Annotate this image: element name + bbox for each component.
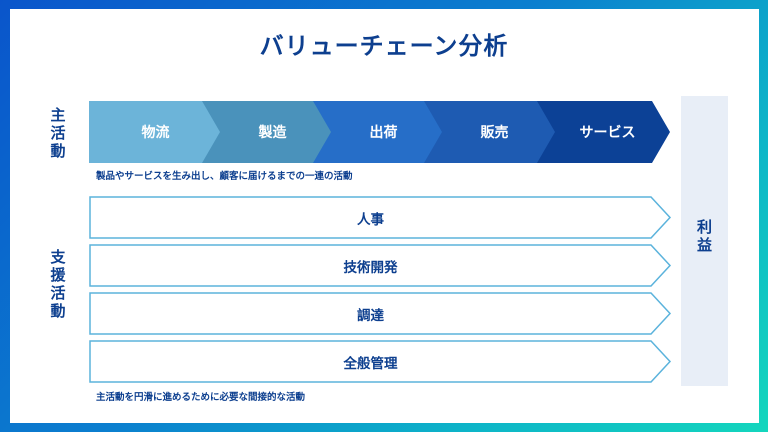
chevron-service: サービス bbox=[537, 101, 670, 163]
chevron-shipping: 出荷 bbox=[313, 101, 446, 163]
label-char: 利 bbox=[696, 218, 712, 236]
chevron-sales: 販売 bbox=[424, 101, 557, 163]
primary-caption: 製品やサービスを生み出し、顧客に届けるまでの一連の活動 bbox=[96, 171, 353, 182]
support-bar-technology: 技術開発 bbox=[89, 244, 672, 287]
support-caption: 主活動を円滑に進めるために必要な間接的な活動 bbox=[96, 392, 306, 403]
chevron-manufacturing: 製造 bbox=[202, 101, 335, 163]
chevron-label: 物流 bbox=[141, 125, 170, 141]
support-bar-management: 全般管理 bbox=[89, 340, 672, 383]
label-char: 主 bbox=[50, 106, 66, 124]
label-char: 支 bbox=[50, 248, 66, 266]
support-bar-procurement: 調達 bbox=[89, 292, 672, 335]
label-char: 益 bbox=[696, 236, 712, 254]
pentagon-arrow-shape bbox=[89, 292, 672, 335]
support-bar-label: 技術開発 bbox=[343, 259, 398, 276]
label-char: 動 bbox=[50, 142, 66, 160]
primary-activities-label: 主 活 動 bbox=[48, 106, 68, 160]
pentagon-arrow-shape bbox=[89, 196, 672, 239]
chevron-label: 出荷 bbox=[369, 125, 398, 141]
label-char: 活 bbox=[50, 124, 66, 142]
pentagon-arrow-shape bbox=[89, 340, 672, 383]
chevron-label: サービス bbox=[579, 125, 636, 141]
label-char: 援 bbox=[50, 266, 66, 284]
chevron-label: 製造 bbox=[258, 125, 287, 141]
support-bar-hr: 人事 bbox=[89, 196, 672, 239]
label-char: 活 bbox=[50, 284, 66, 302]
page-title: バリューチェーン分析 bbox=[259, 32, 509, 60]
support-bar-label: 全般管理 bbox=[343, 355, 398, 372]
pentagon-arrow-shape bbox=[89, 244, 672, 287]
support-activities-label: 支 援 活 動 bbox=[48, 248, 68, 320]
chevron-label: 販売 bbox=[480, 125, 509, 141]
support-bar-label: 調達 bbox=[357, 307, 384, 324]
profit-box: 利 益 bbox=[681, 96, 728, 386]
support-bar-label: 人事 bbox=[357, 211, 384, 228]
label-char: 動 bbox=[50, 302, 66, 320]
chevron-logistics: 物流 bbox=[89, 101, 222, 163]
profit-label: 利 益 bbox=[696, 218, 714, 254]
